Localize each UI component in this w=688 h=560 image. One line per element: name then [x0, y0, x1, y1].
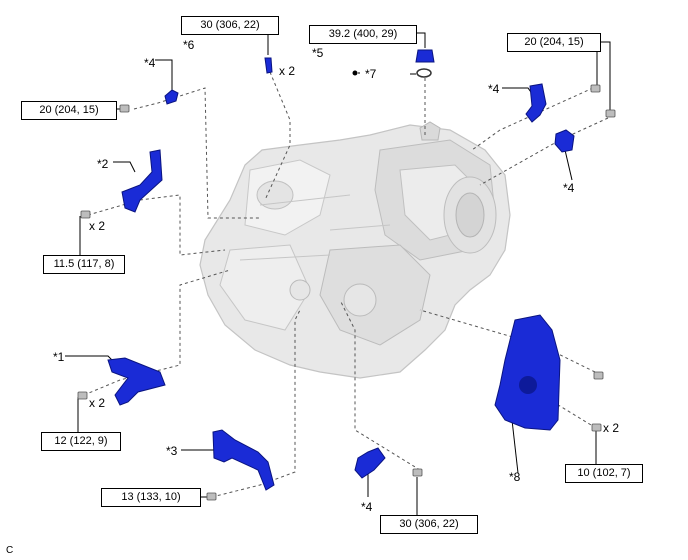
transaxle-housing	[199, 121, 511, 379]
non-reusable-dot-icon	[352, 70, 358, 76]
bracket-4-right-upper	[525, 83, 547, 123]
bracket-1	[107, 357, 166, 406]
bracket-2	[121, 149, 163, 213]
figure-code: C	[6, 545, 14, 556]
quantity-label: x 2	[89, 219, 106, 233]
stud-6	[264, 57, 273, 74]
sensor-5	[415, 49, 435, 63]
callout-label: *4	[361, 500, 373, 514]
torque-box: 20 (204, 15)	[21, 101, 117, 120]
torque-box: 11.5 (117, 8)	[43, 255, 125, 274]
torque-box: 20 (204, 15)	[507, 33, 601, 52]
callout-label: *4	[488, 82, 500, 96]
torque-box: 12 (122, 9)	[41, 432, 121, 451]
callout-label: *1	[53, 350, 65, 364]
callout-label: *6	[183, 38, 195, 52]
callout-label: *5	[312, 46, 324, 60]
callout-label: *4	[563, 181, 575, 195]
gasket-7	[416, 68, 432, 78]
quantity-label: x 2	[279, 64, 296, 78]
torque-box: 30 (306, 22)	[380, 515, 478, 534]
quantity-label: x 2	[603, 421, 620, 435]
callout-label: *8	[509, 470, 521, 484]
callout-label: *2	[97, 157, 109, 171]
torque-box: 13 (133, 10)	[101, 488, 201, 507]
torque-box: 39.2 (400, 29)	[309, 25, 417, 44]
bracket-3	[212, 429, 275, 491]
cover-8	[494, 314, 561, 431]
callout-label: *4	[144, 56, 156, 70]
callout-label: *3	[166, 444, 178, 458]
torque-box: 10 (102, 7)	[565, 464, 643, 483]
bolts	[77, 84, 616, 501]
bracket-4-bottom	[354, 447, 386, 479]
bracket-4-right-lower	[554, 129, 575, 153]
callout-label: *7	[365, 67, 377, 81]
cable-bracket-4-top-left	[164, 89, 179, 105]
quantity-label: x 2	[89, 396, 106, 410]
torque-box: 30 (306, 22)	[181, 16, 279, 35]
